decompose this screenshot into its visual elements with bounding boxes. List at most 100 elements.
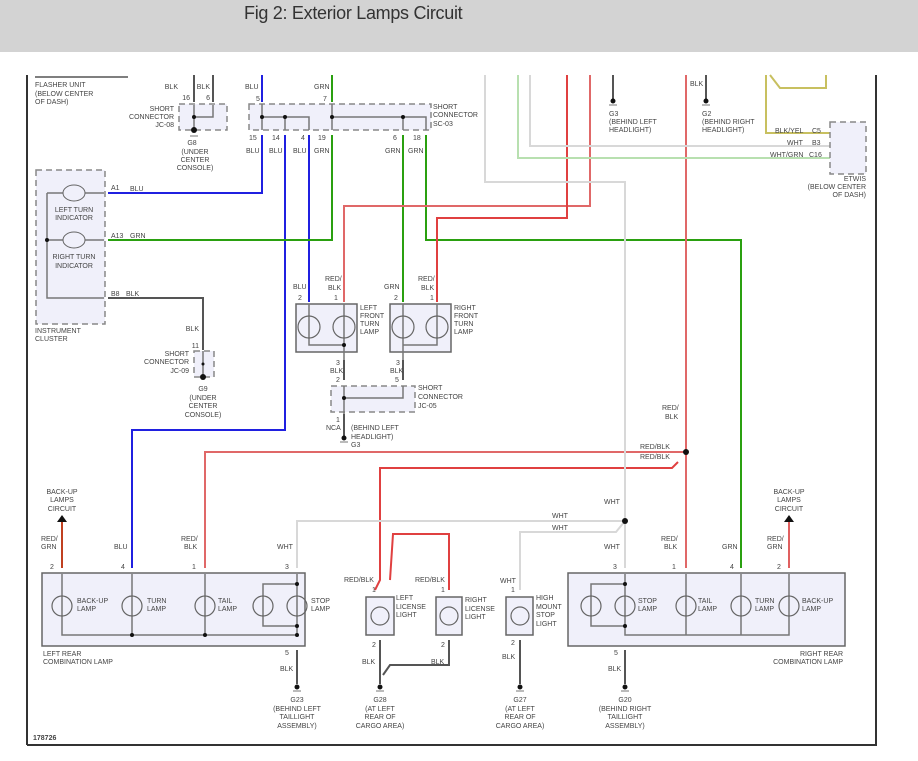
diagram-label: BLU — [269, 148, 283, 155]
diagram-label: (UNDER — [189, 395, 216, 402]
diagram-label: 1 — [511, 587, 515, 594]
diagram-label: GRN — [384, 284, 400, 291]
diagram-label: BLK — [328, 285, 342, 292]
diagram-label: 1 — [430, 295, 434, 302]
diagram-label: GRN — [408, 148, 424, 155]
diagram-label: 1 — [334, 295, 338, 302]
diagram-label: 15 — [249, 135, 257, 142]
diagram-label: SC-03 — [433, 121, 453, 128]
wire-redblk-lf-turn — [343, 75, 591, 302]
diagram-shape — [62, 184, 86, 202]
right-rear-combination-lamp: WHT RED/ BLK GRN RED/ GRN 3 1 4 2 STOP L… — [567, 536, 846, 673]
diagram-shape — [121, 595, 143, 617]
diagram-label: BLK — [665, 414, 679, 421]
diagram-shape — [295, 303, 358, 353]
wire-whtgrn-etwis-c16 — [517, 75, 830, 159]
wire-redblk-r-license — [389, 533, 450, 590]
diagram-label: (UNDER — [181, 149, 208, 156]
right-license-light: RED/BLK 1 RIGHT LICENSE LIGHT 2 BLK — [415, 577, 495, 666]
right-front-turn-lamp: GRN RED/ BLK 2 1 RIGHT FRONT TURN LAMP 3… — [384, 276, 479, 375]
diagram-label: 6 — [206, 95, 210, 102]
diagram-label: BACK-UP — [802, 598, 833, 605]
diagram-label: 4 — [121, 564, 125, 571]
diagram-label: 7 — [323, 96, 327, 103]
diagram-label: REAR OF — [364, 714, 395, 721]
diagram-shape — [510, 606, 530, 626]
diagram-label: 5 — [395, 377, 399, 384]
diagram-label: SHORT — [433, 104, 458, 111]
diagram-label: HEADLIGHT) — [609, 127, 651, 134]
diagram-label: 2 — [777, 564, 781, 571]
diagram-label: 11 — [192, 343, 199, 350]
diagram-label: BLK — [184, 544, 198, 551]
short-connector-jc08: BLK BLK 16 6 SHORT CONNECTOR JC-08 G8 (U… — [129, 84, 228, 172]
diagram-label: LAMP — [698, 606, 717, 613]
diagram-label: INDICATOR — [55, 215, 93, 222]
wire-blk-b8 — [108, 297, 204, 350]
diagram-label: WHT — [604, 499, 621, 506]
diagram-shape — [283, 115, 287, 119]
diagram-label: BLK — [186, 326, 200, 333]
diagram-label: BLU — [130, 186, 144, 193]
diagram-label: CONSOLE) — [177, 165, 214, 172]
diagram-label: OF DASH) — [833, 192, 866, 199]
splice-wht — [622, 518, 628, 524]
figure-title: Fig 2: Exterior Lamps Circuit — [244, 3, 463, 23]
diagram-label: LAMP — [77, 606, 96, 613]
diagram-shape — [623, 624, 627, 628]
backup-circuit-right: BACK-UP LAMPS CIRCUIT — [773, 489, 805, 522]
diagram-label: BLK — [126, 291, 140, 298]
ground-g2: BLK G2 (BEHIND RIGHT HEADLIGHT) — [690, 81, 755, 134]
diagram-label: LEFT — [396, 595, 414, 602]
diagram-label: CENTER — [189, 403, 218, 410]
diagram-label: 2 — [50, 564, 54, 571]
ground-g3-top: G3 (BEHIND LEFT HEADLIGHT) — [609, 98, 658, 134]
ground-g27: G27 (AT LEFT REAR OF CARGO AREA) — [496, 684, 544, 730]
diagram-shape — [439, 606, 459, 626]
diagram-shape — [342, 396, 346, 400]
diagram-label: JC-09 — [170, 368, 189, 375]
diagram-label: BLK — [330, 368, 344, 375]
diagram-label: BLK — [390, 368, 404, 375]
diagram-label: TURN — [360, 321, 379, 328]
diagram-label: TAILLIGHT — [280, 714, 316, 721]
diagram-shape — [41, 572, 306, 647]
diagram-label: STOP — [536, 612, 555, 619]
diagram-label: A13 — [111, 233, 124, 240]
diagram-shape — [45, 238, 49, 242]
diagram-label: 5 — [614, 650, 618, 657]
diagram-label: LEFT REAR — [43, 651, 81, 658]
diagram-label: GRN — [314, 148, 330, 155]
ground-g28: G28 (AT LEFT REAR OF CARGO AREA) — [356, 684, 404, 730]
diagram-label: (BEHIND RIGHT — [599, 706, 652, 713]
diagram-label: BACK-UP — [773, 489, 804, 496]
diagram-label: LIGHT — [465, 614, 486, 621]
diagram-label: CONSOLE) — [185, 412, 222, 419]
diagram-label: 1 — [336, 417, 340, 424]
diagram-label: WHT — [552, 513, 569, 520]
diagram-shape — [342, 343, 346, 347]
diagram-label: BLU — [245, 84, 259, 91]
wire-blu-left-rear-turn — [131, 135, 286, 568]
diagram-label: FRONT — [454, 313, 479, 320]
diagram-label: RED/ — [661, 536, 678, 543]
diagram-label: BLK/YEL — [775, 128, 804, 135]
diagram-label: WHT — [500, 578, 517, 585]
diagram-label: BLK — [421, 285, 435, 292]
diagram-label: 1 — [441, 587, 445, 594]
diagram-shape — [377, 684, 383, 690]
diagram-label: (BEHIND RIGHT — [702, 119, 755, 126]
diagram-label: REAR OF — [504, 714, 535, 721]
diagram-label: CLUSTER — [35, 336, 68, 343]
diagram-label: COMBINATION LAMP — [773, 659, 843, 666]
diagram-shape — [286, 595, 308, 617]
diagram-label: (BELOW CENTER — [808, 184, 866, 191]
diagram-shape — [191, 127, 197, 133]
diagram-label: BLK — [608, 666, 622, 673]
wires — [35, 74, 830, 684]
diagram-shape — [365, 596, 395, 636]
diagram-label: C5 — [812, 128, 821, 135]
diagram-label: FRONT — [360, 313, 385, 320]
diagram-shape — [295, 624, 299, 628]
